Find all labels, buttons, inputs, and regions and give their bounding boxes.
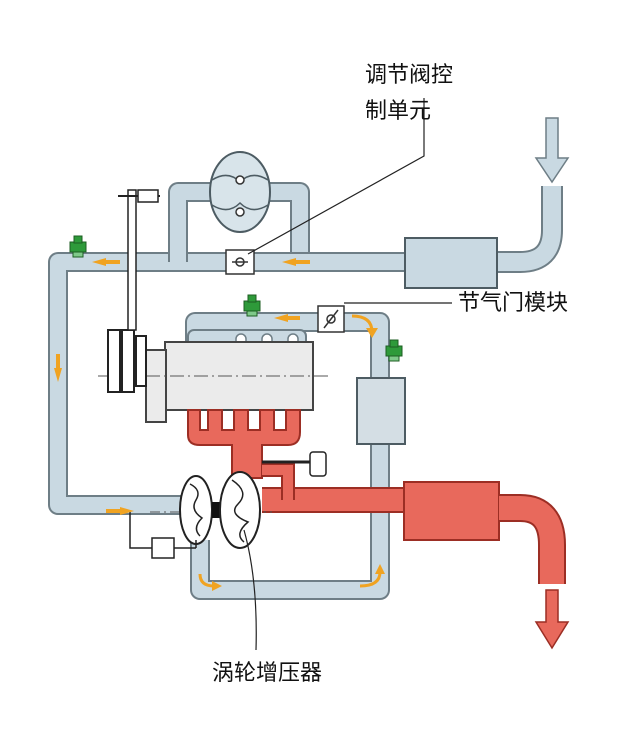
flow-arrows [54,258,385,591]
exhaust-manifold [187,409,301,479]
callout-lines [243,98,452,651]
throttle-valve-icon [317,305,345,333]
compressor-wheel-icon [179,475,213,545]
turbocharger [129,471,272,559]
turbine-wheel-icon [219,471,261,549]
flow-arrow-icon [534,589,570,650]
control-unit-label-line1: 调节阀控 [365,63,454,88]
flow-arrow-icon [534,117,570,184]
flow-arrow-icon [359,571,382,588]
flow-arrow-icon [106,507,134,515]
air-filter-icon [404,237,498,289]
exhaust-system [187,409,570,650]
muffler-icon [403,481,500,541]
flow-arrow-icon [282,258,310,266]
flow-arrow-icon [92,258,120,266]
flow-arrow-icon [54,354,62,382]
throttle-module-label: 节气门模块 [458,291,569,316]
control-valve-unit [209,151,271,275]
intercooler-icon [356,377,406,445]
turbocharger-label: 涡轮增压器 [212,661,323,686]
flow-arrow-icon [198,573,215,588]
control-unit-label-line2: 制单元 [365,99,432,124]
flow-arrow-icon [274,314,300,322]
